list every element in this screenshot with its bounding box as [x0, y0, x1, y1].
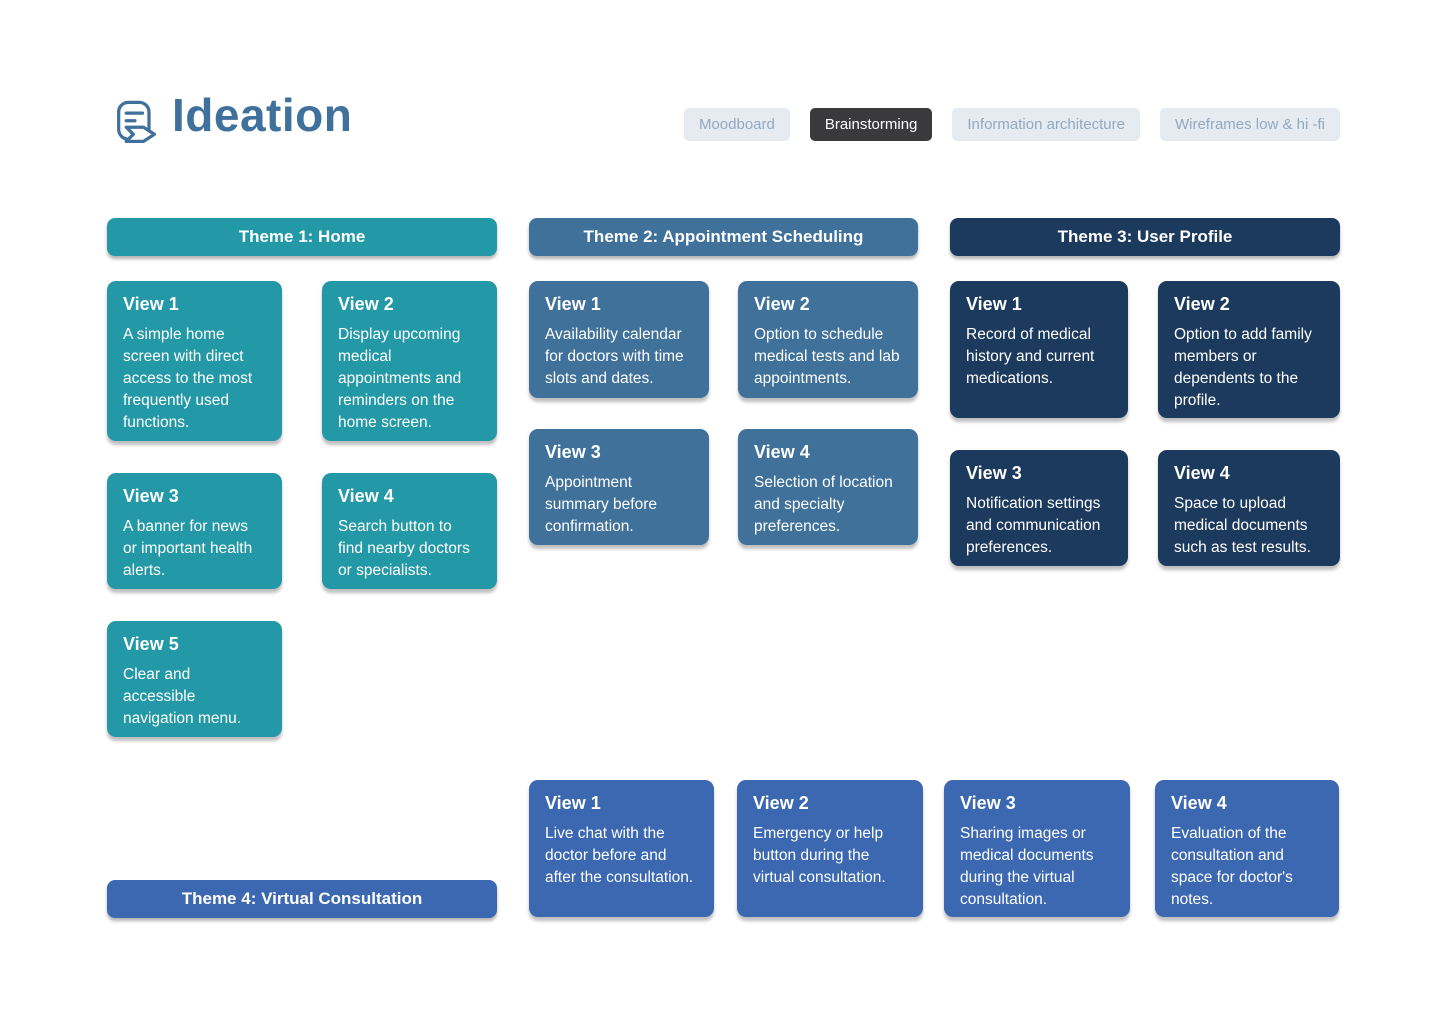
- theme1-view2-card[interactable]: View 2 Display upcoming medical appointm…: [322, 281, 497, 441]
- theme4-view1-card[interactable]: View 1 Live chat with the doctor before …: [529, 780, 714, 917]
- tab-brainstorming[interactable]: Brainstorming: [809, 108, 933, 141]
- tab-information-architecture[interactable]: Information architecture: [952, 108, 1140, 141]
- card-title: View 2: [338, 294, 394, 314]
- card-title: View 3: [545, 442, 601, 462]
- card-body: Evaluation of the consultation and space…: [1171, 825, 1293, 908]
- theme1-view4-card[interactable]: View 4 Search button to find nearby doct…: [322, 473, 497, 589]
- theme1-view5-card[interactable]: View 5 Clear and accessible navigation m…: [107, 621, 282, 737]
- theme2-view2-card[interactable]: View 2 Option to schedule medical tests …: [738, 281, 918, 398]
- note-with-arrow-icon: [110, 98, 162, 150]
- card-body: Option to add family members or dependen…: [1174, 326, 1312, 409]
- theme3-view3-card[interactable]: View 3 Notification settings and communi…: [950, 450, 1128, 566]
- tab-moodboard[interactable]: Moodboard: [683, 108, 790, 141]
- theme-3-header[interactable]: Theme 3: User Profile: [950, 218, 1340, 256]
- card-title: View 3: [960, 793, 1016, 813]
- card-title: View 1: [123, 294, 179, 314]
- card-body: Clear and accessible navigation menu.: [123, 666, 242, 727]
- card-body: Space to upload medical documents such a…: [1174, 495, 1311, 556]
- card-title: View 2: [754, 294, 810, 314]
- card-body: Availability calendar for doctors with t…: [545, 326, 684, 387]
- theme4-view3-card[interactable]: View 3 Sharing images or medical documen…: [944, 780, 1130, 917]
- card-body: Option to schedule medical tests and lab…: [754, 326, 900, 387]
- card-title: View 1: [545, 294, 601, 314]
- theme4-view2-card[interactable]: View 2 Emergency or help button during t…: [737, 780, 923, 917]
- card-title: View 4: [1174, 463, 1230, 483]
- theme-1-header[interactable]: Theme 1: Home: [107, 218, 497, 256]
- card-body: Emergency or help button during the virt…: [753, 825, 886, 886]
- card-title: View 4: [754, 442, 810, 462]
- theme1-view3-card[interactable]: View 3 A banner for news or important he…: [107, 473, 282, 589]
- card-title: View 2: [753, 793, 809, 813]
- card-title: View 1: [966, 294, 1022, 314]
- theme3-view1-card[interactable]: View 1 Record of medical history and cur…: [950, 281, 1128, 418]
- card-body: Sharing images or medical documents duri…: [960, 825, 1094, 908]
- tab-wireframes[interactable]: Wireframes low & hi -fi: [1159, 108, 1340, 141]
- theme-2-header[interactable]: Theme 2: Appointment Scheduling: [529, 218, 918, 256]
- card-title: View 4: [1171, 793, 1227, 813]
- card-body: A banner for news or important health al…: [123, 518, 253, 579]
- card-body: Notification settings and communication …: [966, 495, 1101, 556]
- theme2-view4-card[interactable]: View 4 Selection of location and special…: [738, 429, 918, 545]
- theme2-view3-card[interactable]: View 3 Appointment summary before confir…: [529, 429, 709, 545]
- card-title: View 2: [1174, 294, 1230, 314]
- card-body: Display upcoming medical appointments an…: [338, 326, 462, 431]
- theme1-view1-card[interactable]: View 1 A simple home screen with direct …: [107, 281, 282, 441]
- card-title: View 3: [123, 486, 179, 506]
- card-body: Search button to find nearby doctors or …: [338, 518, 470, 579]
- card-title: View 1: [545, 793, 601, 813]
- card-title: View 3: [966, 463, 1022, 483]
- card-body: Selection of location and specialty pref…: [754, 474, 893, 535]
- card-body: Appointment summary before confirmation.: [545, 474, 657, 535]
- card-body: A simple home screen with direct access …: [123, 326, 253, 431]
- theme3-view4-card[interactable]: View 4 Space to upload medical documents…: [1158, 450, 1340, 566]
- theme3-view2-card[interactable]: View 2 Option to add family members or d…: [1158, 281, 1340, 418]
- card-title: View 5: [123, 634, 179, 654]
- card-body: Live chat with the doctor before and aft…: [545, 825, 694, 886]
- card-title: View 4: [338, 486, 394, 506]
- view-tabs: Moodboard Brainstorming Information arch…: [683, 108, 1340, 141]
- theme4-view4-card[interactable]: View 4 Evaluation of the consultation an…: [1155, 780, 1339, 917]
- theme-4-header[interactable]: Theme 4: Virtual Consultation: [107, 880, 497, 918]
- theme2-view1-card[interactable]: View 1 Availability calendar for doctors…: [529, 281, 709, 398]
- page-title: Ideation: [172, 89, 353, 141]
- card-body: Record of medical history and current me…: [966, 326, 1095, 387]
